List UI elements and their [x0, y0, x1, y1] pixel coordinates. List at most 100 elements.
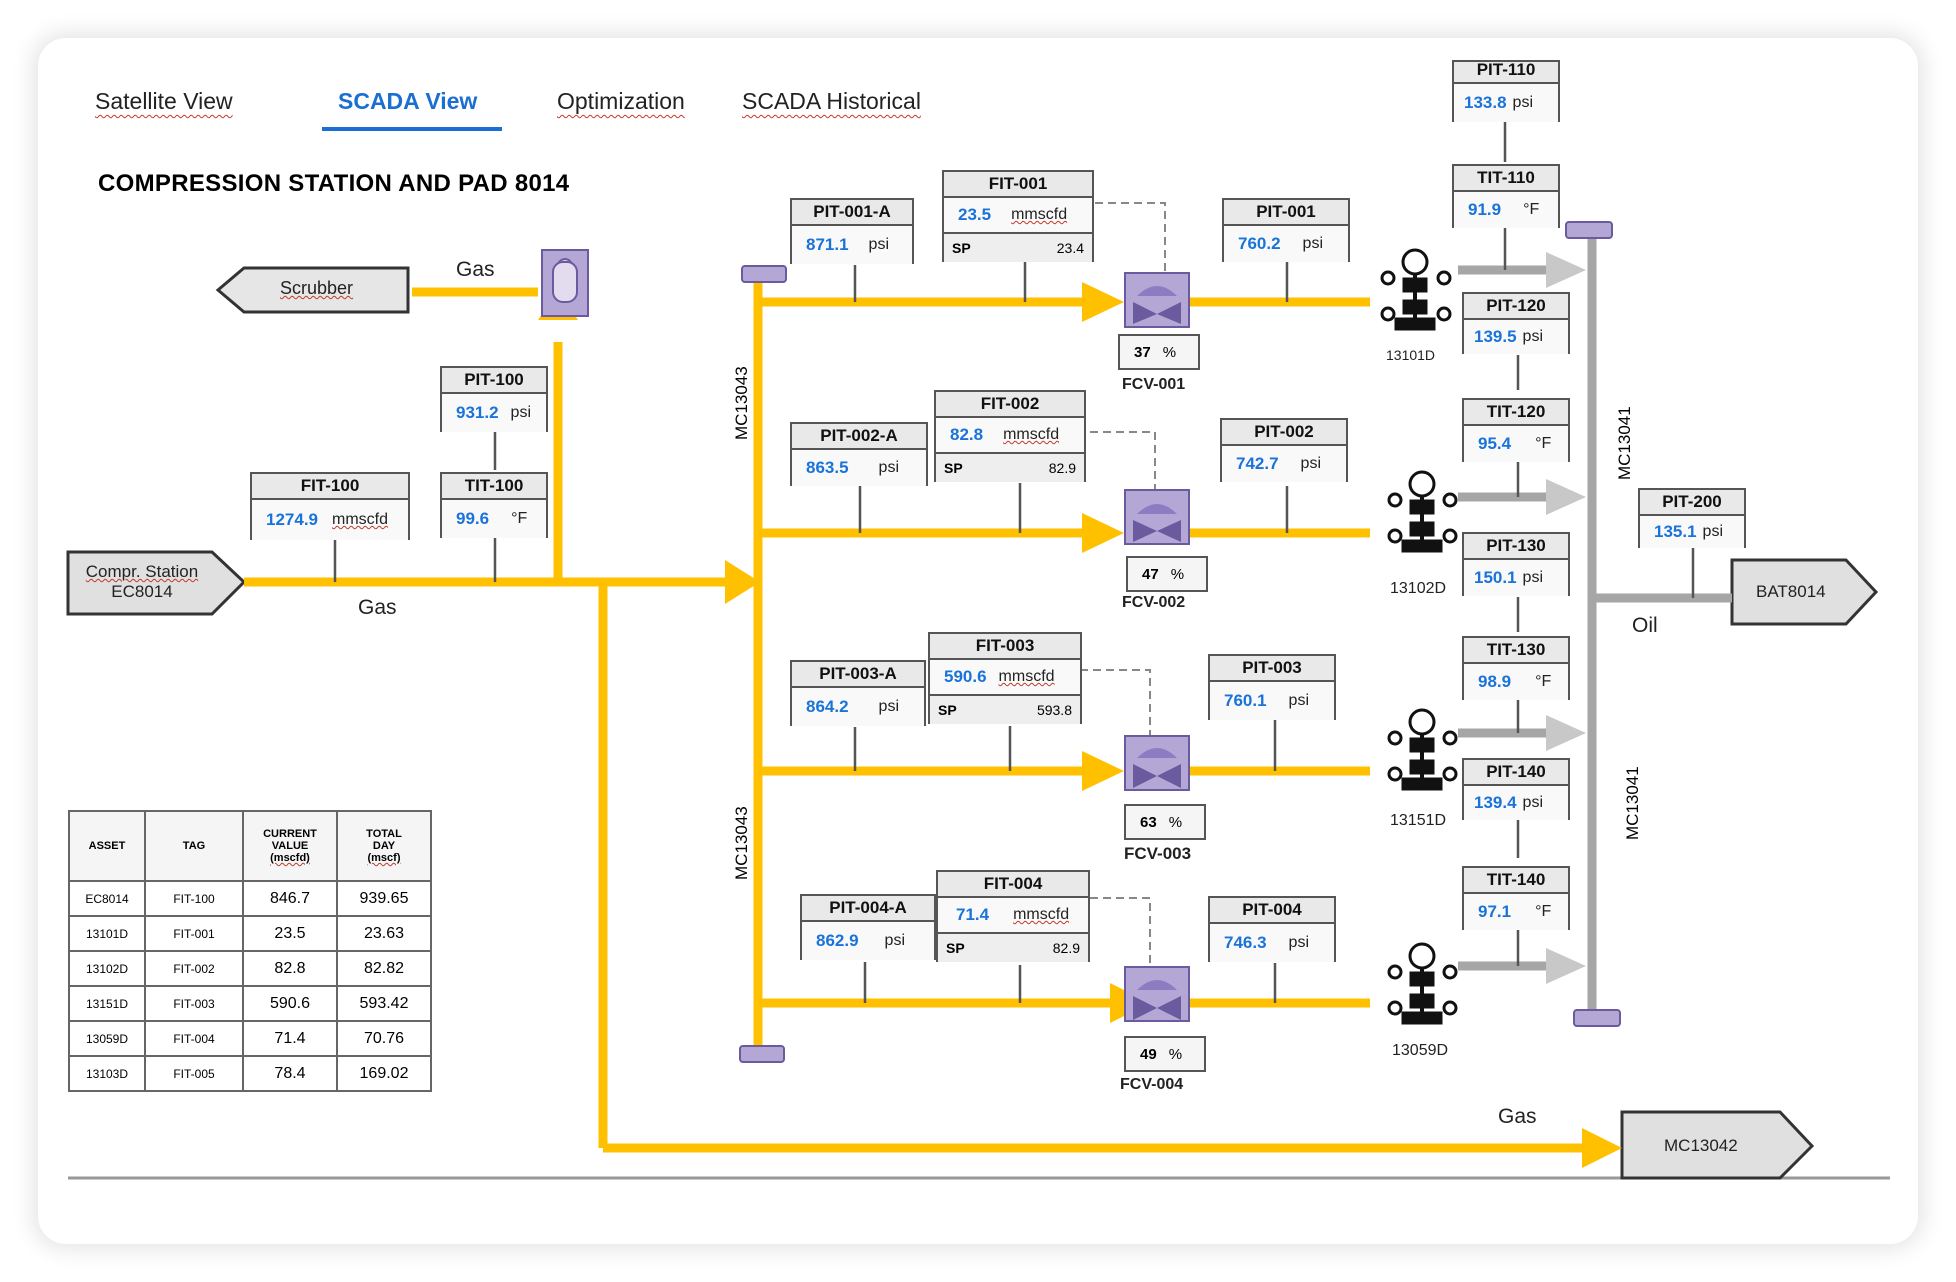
table-row[interactable]: 13059D FIT-004 71.4 70.76: [68, 1020, 432, 1057]
fcv-004-icon[interactable]: [1124, 966, 1190, 1022]
tab-satellite-view[interactable]: Satellite View: [95, 88, 233, 114]
pit-120-unit: psi: [1522, 328, 1543, 345]
fit-100-unit: mmscfd: [332, 511, 388, 528]
fcv-001-icon[interactable]: [1124, 272, 1190, 328]
table-row[interactable]: 13101D FIT-001 23.5 23.63: [68, 915, 432, 952]
current-value-cell: 82.8: [242, 950, 338, 987]
fcv-004-value: 49: [1140, 1045, 1157, 1063]
wellhead-13101d-icon[interactable]: [1380, 248, 1452, 331]
gas-label-top: Gas: [456, 258, 495, 281]
pit-120-instrument[interactable]: PIT-120 139.5 psi: [1462, 292, 1570, 354]
tit-130-unit: °F: [1535, 673, 1552, 690]
pit-100-instrument[interactable]: PIT-100 931.2 psi: [440, 366, 548, 432]
wellhead-13151d-icon[interactable]: [1387, 708, 1458, 791]
scrubber-endpoint[interactable]: [215, 266, 410, 314]
current-value-cell: 23.5: [242, 915, 338, 952]
tit-140-tag: TIT-140: [1464, 868, 1568, 894]
tit-140-instrument[interactable]: TIT-140 97.1°F: [1462, 866, 1570, 930]
well-13102d-label: 13102D: [1390, 580, 1447, 597]
fcv-003-icon[interactable]: [1124, 735, 1190, 791]
asset-cell: 13059D: [68, 1020, 146, 1057]
current-value-cell: 846.7: [242, 880, 338, 917]
fit-003-sp-label: SP: [938, 702, 957, 718]
col-header-asset: ASSET: [68, 810, 146, 882]
mc13042-label: MC13042: [1664, 1136, 1738, 1155]
mc13042-endpoint[interactable]: [1620, 1110, 1815, 1180]
compr-station-label-line1: Compr. Station: [85, 562, 199, 581]
fcv-001-value: 37: [1134, 343, 1151, 361]
tit-120-instrument[interactable]: TIT-120 95.4°F: [1462, 398, 1570, 462]
bat8014-label: BAT8014: [1756, 582, 1826, 601]
pit-120-tag: PIT-120: [1464, 294, 1568, 320]
pit-001-a-value: 871.1: [806, 235, 849, 254]
fit-100-tag: FIT-100: [252, 474, 408, 500]
fit-002-sp-label: SP: [944, 460, 963, 476]
tag-cell: FIT-100: [144, 880, 244, 917]
pit-001-unit: psi: [1302, 235, 1323, 252]
scrubber-vessel-icon: [541, 249, 589, 317]
tab-scada-historical[interactable]: SCADA Historical: [742, 88, 921, 114]
asset-cell: 13103D: [68, 1055, 146, 1092]
table-row[interactable]: 13103D FIT-005 78.4 169.02: [68, 1055, 432, 1092]
pit-004-a-unit: psi: [884, 932, 905, 949]
tag-cell: FIT-005: [144, 1055, 244, 1092]
fcv-002-value: 47: [1142, 565, 1159, 583]
fcv-002-icon[interactable]: [1124, 489, 1190, 545]
scrubber-label: Scrubber: [280, 278, 354, 298]
gas-label-bottom: Gas: [1498, 1105, 1537, 1128]
tit-120-unit: °F: [1535, 435, 1552, 452]
total-day-cell: 70.76: [336, 1020, 432, 1057]
pit-130-value: 150.1: [1474, 568, 1517, 587]
well-13059d-label: 13059D: [1392, 1042, 1449, 1059]
page-title: COMPRESSION STATION AND PAD 8014: [98, 170, 570, 197]
fit-001-tag: FIT-001: [944, 172, 1092, 198]
mc13041-bottom-label: MC13041: [1623, 766, 1642, 840]
table-row[interactable]: 13151D FIT-003 590.6 593.42: [68, 985, 432, 1022]
well-13151d-label: 13151D: [1390, 812, 1447, 829]
pit-002-a-value: 863.5: [806, 458, 849, 477]
fit-002-sp-value: 82.9: [1048, 460, 1076, 476]
compr-station-label: Compr. Station EC8014: [78, 562, 206, 602]
wellhead-13059d-icon[interactable]: [1387, 942, 1458, 1025]
table-row[interactable]: EC8014 FIT-100 846.7 939.65: [68, 880, 432, 917]
compr-station-endpoint[interactable]: [66, 550, 247, 616]
tab-optimization[interactable]: Optimization: [557, 88, 685, 114]
pit-002-a-unit: psi: [878, 459, 899, 476]
tit-130-value: 98.9: [1478, 672, 1512, 691]
tag-cell: FIT-003: [144, 985, 244, 1022]
pit-100-unit: psi: [510, 404, 531, 421]
tit-100-tag: TIT-100: [442, 474, 546, 500]
pit-120-value: 139.5: [1474, 327, 1517, 346]
pit-001-value: 760.2: [1238, 234, 1281, 253]
tag-cell: FIT-004: [144, 1020, 244, 1057]
bat8014-endpoint[interactable]: [1730, 558, 1879, 626]
fit-001-unit: mmscfd: [1011, 206, 1068, 223]
asset-cell: EC8014: [68, 880, 146, 917]
pit-002-value: 742.7: [1236, 454, 1279, 473]
pit-100-tag: PIT-100: [442, 368, 546, 394]
wellhead-13102d-icon[interactable]: [1387, 470, 1458, 553]
tit-110-instrument[interactable]: TIT-110 91.9°F: [1452, 164, 1560, 228]
table-row[interactable]: 13102D FIT-002 82.8 82.82: [68, 950, 432, 987]
fit-100-instrument[interactable]: FIT-100 1274.9 mmscfd: [250, 472, 410, 540]
tit-100-instrument[interactable]: TIT-100 99.6 °F: [440, 472, 548, 538]
tab-scada-view[interactable]: SCADA View: [338, 88, 478, 114]
tit-130-instrument[interactable]: TIT-130 98.9°F: [1462, 636, 1570, 700]
